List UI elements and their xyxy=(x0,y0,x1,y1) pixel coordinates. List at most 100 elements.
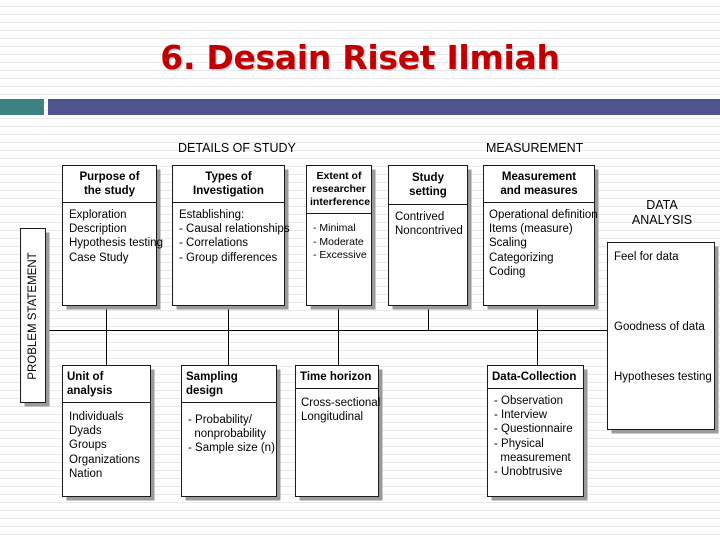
list-item: - Moderate xyxy=(313,235,364,248)
list-item: Categorizing xyxy=(489,251,554,264)
list-item: Individuals xyxy=(69,411,124,423)
list-item: Case Study xyxy=(69,251,129,264)
connector-study-setting-down xyxy=(428,306,429,331)
data-analysis-label: DATA ANALYSIS xyxy=(608,198,716,228)
box-body: Establishing: - Causal relationships - C… xyxy=(173,203,290,270)
list-item: - Group differences xyxy=(179,251,278,264)
list-item: Hypothesis testing xyxy=(69,237,163,250)
box-body: Individuals Dyads Groups Organizations N… xyxy=(63,403,150,486)
box-problem-statement[interactable]: PROBLEM STATEMENT xyxy=(20,228,46,403)
header-line-2: researcher xyxy=(312,183,366,195)
header-line-2: Investigation xyxy=(193,185,264,197)
box-header: Time horizon xyxy=(296,366,378,389)
list-item: Hypotheses testing xyxy=(614,371,712,383)
box-measurement-and-measures[interactable]: Measurement and measures Operational def… xyxy=(483,165,598,306)
box-data-analysis[interactable]: Feel for data Goodness of data Hypothese… xyxy=(607,242,715,430)
list-item: - Probability/ xyxy=(188,414,252,426)
list-item: measurement xyxy=(494,451,571,464)
box-unit-of-analysis[interactable]: Unit of analysis Individuals Dyads Group… xyxy=(62,365,151,497)
list-item: Longitudinal xyxy=(301,411,364,424)
list-item: nonprobability xyxy=(188,428,266,441)
box-header: Sampling design xyxy=(182,366,276,403)
box-types-of-investigation[interactable]: Types of Investigation Establishing: - C… xyxy=(172,165,290,306)
box-extent-of-researcher-interference[interactable]: Extent of researcher interference - Mini… xyxy=(306,165,372,306)
box-body: - Minimal - Moderate - Excessive xyxy=(307,214,371,268)
box-body: Contrived Noncontrived xyxy=(389,205,467,243)
list-item: - Unobtrusive xyxy=(494,466,563,479)
header-line-1: Types of xyxy=(205,171,252,183)
list-item: - Excessive xyxy=(313,249,367,261)
list-item: Cross-sectional xyxy=(301,397,381,409)
list-item: - Interview xyxy=(494,409,548,422)
list-item: - Physical xyxy=(494,437,544,450)
connector-time-horizon-up xyxy=(338,330,339,365)
list-item: Organizations xyxy=(69,453,140,466)
header-line-1: Purpose of xyxy=(79,171,140,183)
list-item: Contrived xyxy=(395,211,445,223)
list-item: - Causal relationships xyxy=(179,223,290,236)
header-line-1: Study setting xyxy=(409,172,447,198)
data-analysis-label-line-1: DATA xyxy=(646,198,678,212)
box-header: Data-Collection xyxy=(488,366,583,389)
header-line-1: Measurement xyxy=(501,171,577,183)
list-item: - Questionnaire xyxy=(494,423,573,436)
header-line-3: interference xyxy=(310,196,371,208)
connector-unit-up xyxy=(106,330,107,365)
box-header: Purpose of the study xyxy=(63,166,156,203)
header-line-1: Data-Collection xyxy=(492,371,577,383)
accent-bar-purple xyxy=(48,99,720,115)
box-sampling-design[interactable]: Sampling design - Probability/ nonprobab… xyxy=(181,365,277,497)
list-item: Goodness of data xyxy=(614,321,705,333)
list-item: Dyads xyxy=(69,425,102,438)
list-item: Items (measure) xyxy=(489,223,573,236)
header-line-1: Unit of analysis xyxy=(67,371,113,397)
list-item: Feel for data xyxy=(614,251,679,263)
list-item: - Observation xyxy=(494,395,564,407)
header-line-1: Time horizon xyxy=(300,371,372,383)
header-line-2: and measures xyxy=(500,185,578,197)
box-header: Measurement and measures xyxy=(484,166,594,203)
box-body: Operational definition Items (measure) S… xyxy=(484,203,598,284)
box-header: Types of Investigation xyxy=(173,166,284,203)
page-title: 6. Desain Riset Ilmiah xyxy=(160,38,560,77)
box-data-collection[interactable]: Data-Collection - Observation - Intervie… xyxy=(487,365,584,497)
box-study-setting[interactable]: Study setting Contrived Noncontrived xyxy=(388,165,468,306)
list-item: Groups xyxy=(69,439,107,452)
box-time-horizon[interactable]: Time horizon Cross-sectional Longitudina… xyxy=(295,365,381,497)
list-item: - Sample size (n) xyxy=(188,442,275,455)
list-item: Description xyxy=(69,223,127,236)
group-label-details-of-study: DETAILS OF STUDY xyxy=(178,141,296,155)
connector-purpose-down xyxy=(106,306,107,331)
connector-spine-horizontal xyxy=(45,330,608,331)
box-body: Exploration Description Hypothesis testi… xyxy=(63,203,163,270)
list-item: - Correlations xyxy=(179,237,249,250)
accent-block-teal xyxy=(0,99,44,115)
connector-sampling-up xyxy=(228,330,229,365)
header-line-1: Extent of xyxy=(316,170,362,182)
list-item: Exploration xyxy=(69,209,127,221)
connector-data-collection-up xyxy=(537,330,538,365)
group-label-measurement: MEASUREMENT xyxy=(486,141,584,155)
list-item: Establishing: xyxy=(179,209,245,221)
list-item: Coding xyxy=(489,265,526,278)
box-body: - Observation - Interview - Questionnair… xyxy=(488,389,583,484)
box-header: Study setting xyxy=(389,166,467,205)
list-item: - Minimal xyxy=(313,222,356,234)
connector-types-down xyxy=(228,306,229,331)
box-body: Cross-sectional Longitudinal xyxy=(296,389,381,429)
list-item: Nation xyxy=(69,467,103,480)
problem-statement-label: PROBLEM STATEMENT xyxy=(27,251,39,380)
list-item: Scaling xyxy=(489,237,527,250)
list-item: Noncontrived xyxy=(395,225,463,238)
list-item: Operational definition xyxy=(489,209,598,221)
box-header: Extent of researcher interference xyxy=(307,166,371,214)
box-header: Unit of analysis xyxy=(63,366,150,403)
header-line-1: Sampling design xyxy=(186,371,238,397)
box-purpose-of-the-study[interactable]: Purpose of the study Exploration Descrip… xyxy=(62,165,163,306)
connector-measurement-down xyxy=(537,306,538,331)
box-body: - Probability/ nonprobability - Sample s… xyxy=(182,403,276,461)
connector-extent-down xyxy=(338,306,339,331)
header-line-2: the study xyxy=(83,185,136,197)
